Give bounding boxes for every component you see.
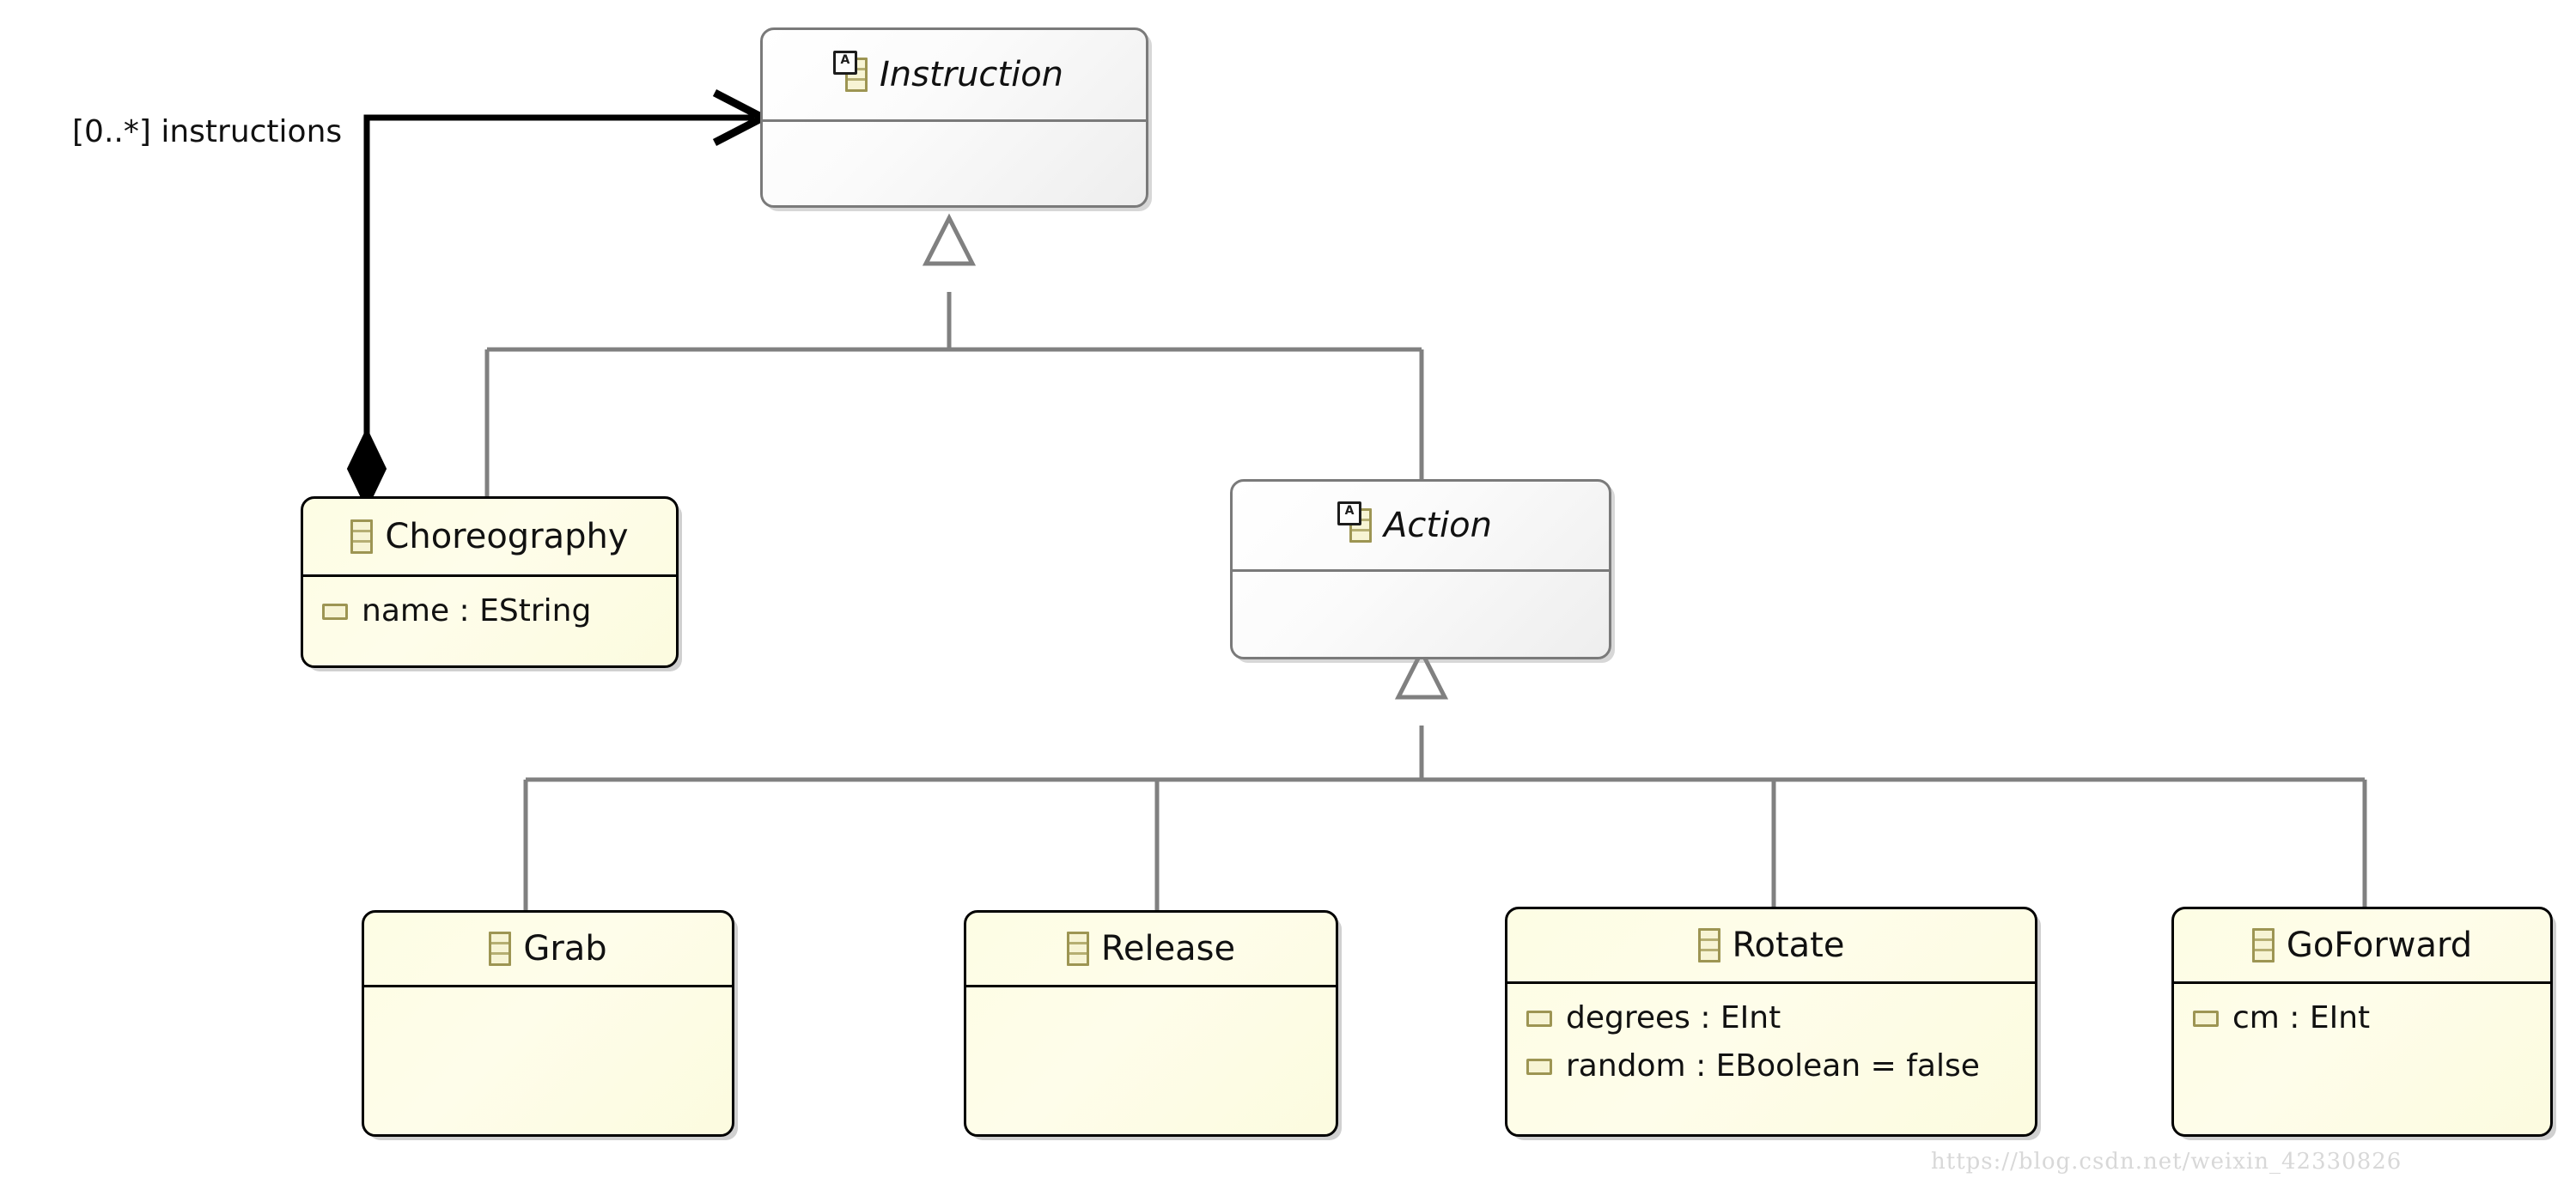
abstract-badge-letter: A — [832, 51, 857, 75]
class-name-grab: Grab — [523, 929, 607, 969]
class-title-instruction: A Instruction — [763, 30, 1146, 122]
class-attributes-rotate: degrees : EInt random : EBoolean = false — [1507, 984, 2035, 1134]
eclass-icon — [2251, 928, 2275, 962]
class-title-rotate: Rotate — [1507, 909, 2035, 984]
class-box-release[interactable]: Release — [964, 910, 1338, 1137]
class-name-release: Release — [1100, 929, 1236, 969]
class-box-action[interactable]: A Action — [1230, 479, 1611, 659]
class-box-goforward[interactable]: GoForward cm : EInt — [2171, 907, 2553, 1137]
attribute-label: random : EBoolean = false — [1566, 1048, 1980, 1084]
class-box-instruction[interactable]: A Instruction — [760, 27, 1148, 208]
eclass-icon — [489, 932, 512, 966]
class-attributes-goforward: cm : EInt — [2174, 984, 2550, 1134]
eclass-icon — [1066, 932, 1089, 966]
class-box-choreography[interactable]: Choreography name : EString — [301, 496, 679, 668]
generalization-instruction-group — [484, 292, 1424, 511]
class-name-goforward: GoForward — [2286, 926, 2473, 965]
class-box-rotate[interactable]: Rotate degrees : EInt random : EBoolean … — [1505, 907, 2037, 1137]
class-attributes-grab — [364, 987, 732, 1134]
class-title-goforward: GoForward — [2174, 909, 2550, 984]
attribute-row[interactable]: cm : EInt — [2193, 998, 2550, 1039]
attribute-label: name : EString — [362, 593, 592, 628]
eattribute-icon — [1526, 1058, 1552, 1075]
abstract-badge-letter: A — [1337, 501, 1361, 525]
attribute-row[interactable]: name : EString — [322, 591, 676, 632]
class-title-grab: Grab — [364, 913, 732, 987]
generalization-action-group — [523, 726, 2367, 916]
eclass-abstract-icon: A — [832, 51, 868, 92]
eattribute-icon — [322, 603, 348, 620]
association-label-instructions: [0..*] instructions — [72, 114, 343, 149]
attribute-row[interactable]: random : EBoolean = false — [1526, 1046, 2035, 1087]
composition-open-arrowhead — [712, 89, 771, 146]
class-title-action: A Action — [1233, 482, 1609, 572]
class-name-choreography: Choreography — [385, 517, 629, 556]
attribute-row[interactable]: degrees : EInt — [1526, 998, 2035, 1039]
class-attributes-release — [966, 987, 1336, 1134]
class-name-instruction: Instruction — [879, 55, 1064, 94]
eclass-icon — [1697, 928, 1720, 962]
eclass-abstract-icon: A — [1337, 501, 1372, 543]
watermark-text: https://blog.csdn.net/weixin_42330826 — [1931, 1149, 2402, 1175]
class-attributes-choreography: name : EString — [303, 577, 676, 665]
eclass-icon — [350, 519, 374, 554]
generalization-triangle-instruction — [922, 213, 977, 266]
class-title-choreography: Choreography — [303, 499, 676, 577]
composition-edge — [363, 114, 754, 485]
class-attributes-action — [1233, 572, 1609, 657]
composition-path — [363, 114, 754, 485]
eattribute-icon — [2193, 1010, 2219, 1027]
attribute-label: degrees : EInt — [1566, 1000, 1781, 1035]
class-title-release: Release — [966, 913, 1336, 987]
class-box-grab[interactable]: Grab — [362, 910, 734, 1137]
class-name-rotate: Rotate — [1732, 926, 1845, 965]
class-attributes-instruction — [763, 122, 1146, 205]
attribute-label: cm : EInt — [2232, 1000, 2371, 1035]
eattribute-icon — [1526, 1010, 1552, 1027]
class-name-action: Action — [1384, 506, 1492, 545]
